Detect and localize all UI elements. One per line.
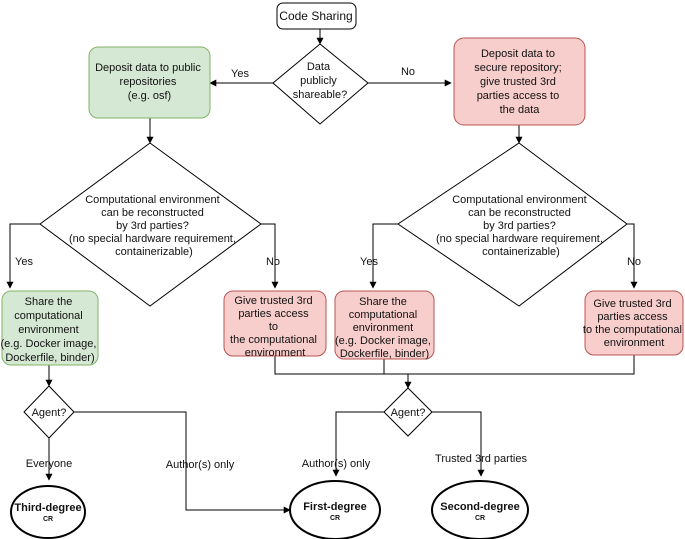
endpoint-first-degree: First-degree CR xyxy=(289,480,381,539)
start-node: Code Sharing xyxy=(276,2,357,30)
edge-merge-bar xyxy=(274,355,635,375)
endpoint-third-title: Third-degree xyxy=(14,502,81,514)
process-trusted-env-right: Give trusted 3rd parties access to the c… xyxy=(583,290,685,356)
process-share-env-right: Share the computational environment (e.g… xyxy=(334,290,435,360)
decision-env-right-text: Computational environment can be reconst… xyxy=(436,194,606,258)
decision-env-left-text: Computational environment can be reconst… xyxy=(69,194,239,258)
label-authors-left: Author(s) only xyxy=(166,459,235,471)
edge-envright-no xyxy=(627,223,638,289)
label-authors-right: Author(s) only xyxy=(302,458,371,470)
decision-agent-right: Agent? xyxy=(383,387,433,437)
endpoint-second-sub: CR xyxy=(475,515,485,522)
edge-envright-yes xyxy=(369,223,398,289)
decision-env-left: Computational environment can be reconst… xyxy=(39,142,262,307)
endpoint-third-sub: CR xyxy=(43,516,53,523)
endpoint-first-title: First-degree xyxy=(303,501,367,513)
label-no-top: No xyxy=(401,66,415,78)
label-no-right: No xyxy=(627,256,641,268)
connectors xyxy=(6,29,638,514)
edge-envleft-yes xyxy=(6,223,40,289)
endpoint-second-degree: Second-degree CR xyxy=(431,480,529,539)
edge-agentright-authors xyxy=(332,411,384,477)
edge-agentright-trusted xyxy=(432,411,485,477)
edge-envleft-no xyxy=(261,223,279,289)
process-trusted-env-right-text: Give trusted 3rd parties access to the c… xyxy=(583,298,685,349)
process-trusted-env-left-text: Give trusted 3rd parties access to the c… xyxy=(230,295,320,359)
start-label: Code Sharing xyxy=(279,9,352,23)
decision-agent-left-text: Agent? xyxy=(32,407,67,419)
label-trusted-parties: Trusted 3rd parties xyxy=(435,453,527,465)
process-share-env-right-text: Share the computational environment (e.g… xyxy=(335,296,434,360)
endpoint-second-title: Second-degree xyxy=(440,501,519,513)
label-no-left: No xyxy=(266,256,280,268)
endpoint-first-sub: CR xyxy=(330,515,340,522)
process-secure-repo-text: Deposit data to secure repository; give … xyxy=(474,48,565,116)
decision-shareable: Data publicly shareable? xyxy=(272,43,369,125)
decision-agent-right-text: Agent? xyxy=(391,407,426,419)
process-secure-repo: Deposit data to secure repository; give … xyxy=(453,37,586,126)
label-everyone: Everyone xyxy=(26,458,72,470)
edge-labels: Yes No Yes No Yes No Everyone Author(s) … xyxy=(15,66,641,471)
edge-agentleft-authors xyxy=(74,411,291,514)
process-trusted-env-left: Give trusted 3rd parties access to the c… xyxy=(223,290,327,359)
label-yes-left: Yes xyxy=(15,256,33,268)
decision-agent-left: Agent? xyxy=(23,385,75,439)
label-yes-top: Yes xyxy=(231,68,249,80)
decision-shareable-text: Data publicly shareable? xyxy=(293,61,347,101)
endpoint-third-degree: Third-degree CR xyxy=(10,485,86,539)
process-share-env-left: Share the computational environment (e.g… xyxy=(0,290,99,366)
decision-env-right: Computational environment can be reconst… xyxy=(397,142,628,307)
process-share-env-left-text: Share the computational environment (e.g… xyxy=(0,296,99,364)
process-public-repo-text: Deposit data to public repositories (e.g… xyxy=(95,62,204,102)
label-yes-right: Yes xyxy=(360,256,378,268)
process-public-repo: Deposit data to public repositories (e.g… xyxy=(88,46,211,119)
